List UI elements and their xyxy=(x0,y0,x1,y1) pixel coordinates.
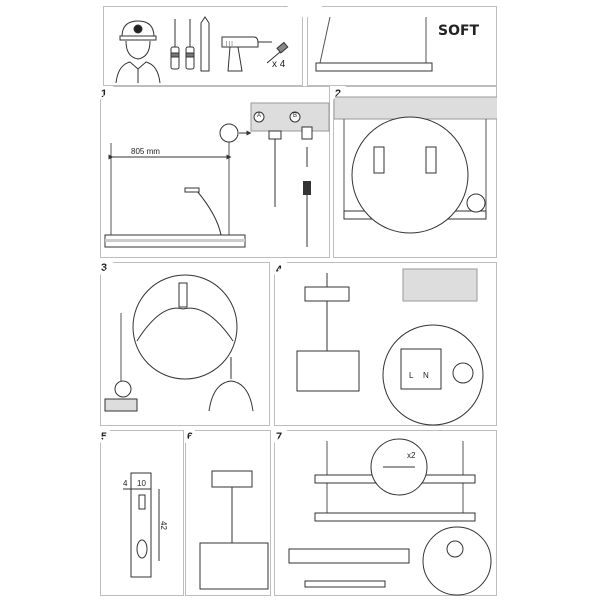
drill-icon: | | | xyxy=(221,36,272,72)
step-3-number: 3 xyxy=(101,262,108,274)
screwdriver-icon xyxy=(170,19,195,70)
step-3-panel xyxy=(100,262,270,426)
terminal-n: N xyxy=(423,371,429,380)
step-4-number: 4 xyxy=(276,264,283,276)
tools-illustration: | | | xyxy=(115,16,289,84)
step-1-diagram xyxy=(104,102,330,248)
step-6-panel xyxy=(185,430,271,596)
step-2-diagram xyxy=(334,96,497,234)
soft-lamp-illustration xyxy=(315,16,433,72)
dimension-10: 10 xyxy=(137,479,146,488)
terminal-l: L xyxy=(409,371,414,380)
step-5-number: 5 xyxy=(101,431,108,443)
step-1-panel: 805 mm A B xyxy=(100,86,330,258)
step-6-diagram xyxy=(199,470,269,590)
step-7-number: 7 xyxy=(276,431,283,443)
step-2-number: 2 xyxy=(335,88,342,100)
repeat-label: x2 xyxy=(407,451,416,460)
dimension-42: 42 xyxy=(158,521,168,530)
pencil-icon xyxy=(200,16,210,72)
step-3-diagram xyxy=(104,274,254,412)
tools-quantity: x 4 xyxy=(272,59,286,70)
step-4-panel: L N xyxy=(274,262,497,426)
step-7-diagram xyxy=(288,438,492,596)
step-1-number: 1 xyxy=(101,88,108,100)
marker-a: A xyxy=(257,113,262,119)
tools-panel: | | | x 4 xyxy=(103,6,303,86)
svg-text:| | |: | | | xyxy=(226,41,233,47)
step-7-panel: x2 xyxy=(274,430,497,596)
product-title: SOFT xyxy=(438,23,480,39)
worker-icon xyxy=(115,20,161,84)
soft-panel: SOFT xyxy=(307,6,497,86)
dimension-4: 4 xyxy=(123,479,128,488)
dimension-label: 805 mm xyxy=(131,147,160,156)
marker-b: B xyxy=(293,113,298,119)
screw-icon xyxy=(266,41,289,64)
step-4-diagram xyxy=(296,268,484,426)
step-2-panel xyxy=(333,86,497,258)
step-5-diagram xyxy=(123,472,160,578)
step-5-panel: 4 10 42 xyxy=(100,430,184,596)
